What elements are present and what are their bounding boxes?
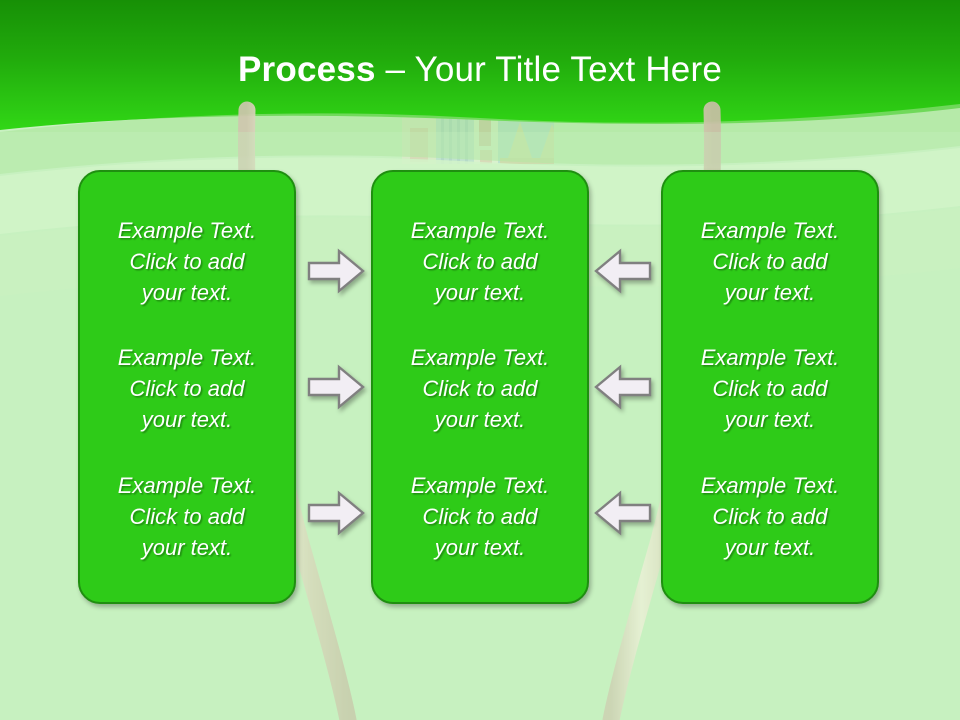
process-text-left-3[interactable]: Example Text. Click to add your text.	[117, 472, 257, 560]
process-box-right[interactable]: Example Text. Click to add your text. Ex…	[661, 170, 879, 604]
process-box-left[interactable]: Example Text. Click to add your text. Ex…	[78, 170, 296, 604]
process-text-right-1[interactable]: Example Text. Click to add your text.	[700, 218, 840, 306]
arrow-left-icon[interactable]	[594, 489, 652, 537]
process-text-middle-3[interactable]: Example Text. Click to add your text.	[410, 472, 550, 560]
slide-title: Process – Your Title Text Here	[0, 48, 960, 92]
arrow-left-icon[interactable]	[594, 363, 652, 411]
process-text-left-1[interactable]: Example Text. Click to add your text.	[117, 218, 257, 306]
arrow-left-icon[interactable]	[594, 247, 652, 295]
header-band	[0, 0, 960, 130]
process-text-middle-2[interactable]: Example Text. Click to add your text.	[410, 345, 550, 433]
process-box-middle[interactable]: Example Text. Click to add your text. Ex…	[371, 170, 589, 604]
process-text-right-3[interactable]: Example Text. Click to add your text.	[700, 472, 840, 560]
arrow-right-icon[interactable]	[307, 247, 365, 295]
arrow-right-icon[interactable]	[307, 363, 365, 411]
process-text-left-2[interactable]: Example Text. Click to add your text.	[117, 345, 257, 433]
title-rest-part: – Your Title Text Here	[375, 50, 722, 89]
title-strong-part: Process	[238, 50, 376, 89]
process-text-middle-1[interactable]: Example Text. Click to add your text.	[410, 218, 550, 306]
arrow-right-icon[interactable]	[307, 489, 365, 537]
process-text-right-2[interactable]: Example Text. Click to add your text.	[700, 345, 840, 433]
